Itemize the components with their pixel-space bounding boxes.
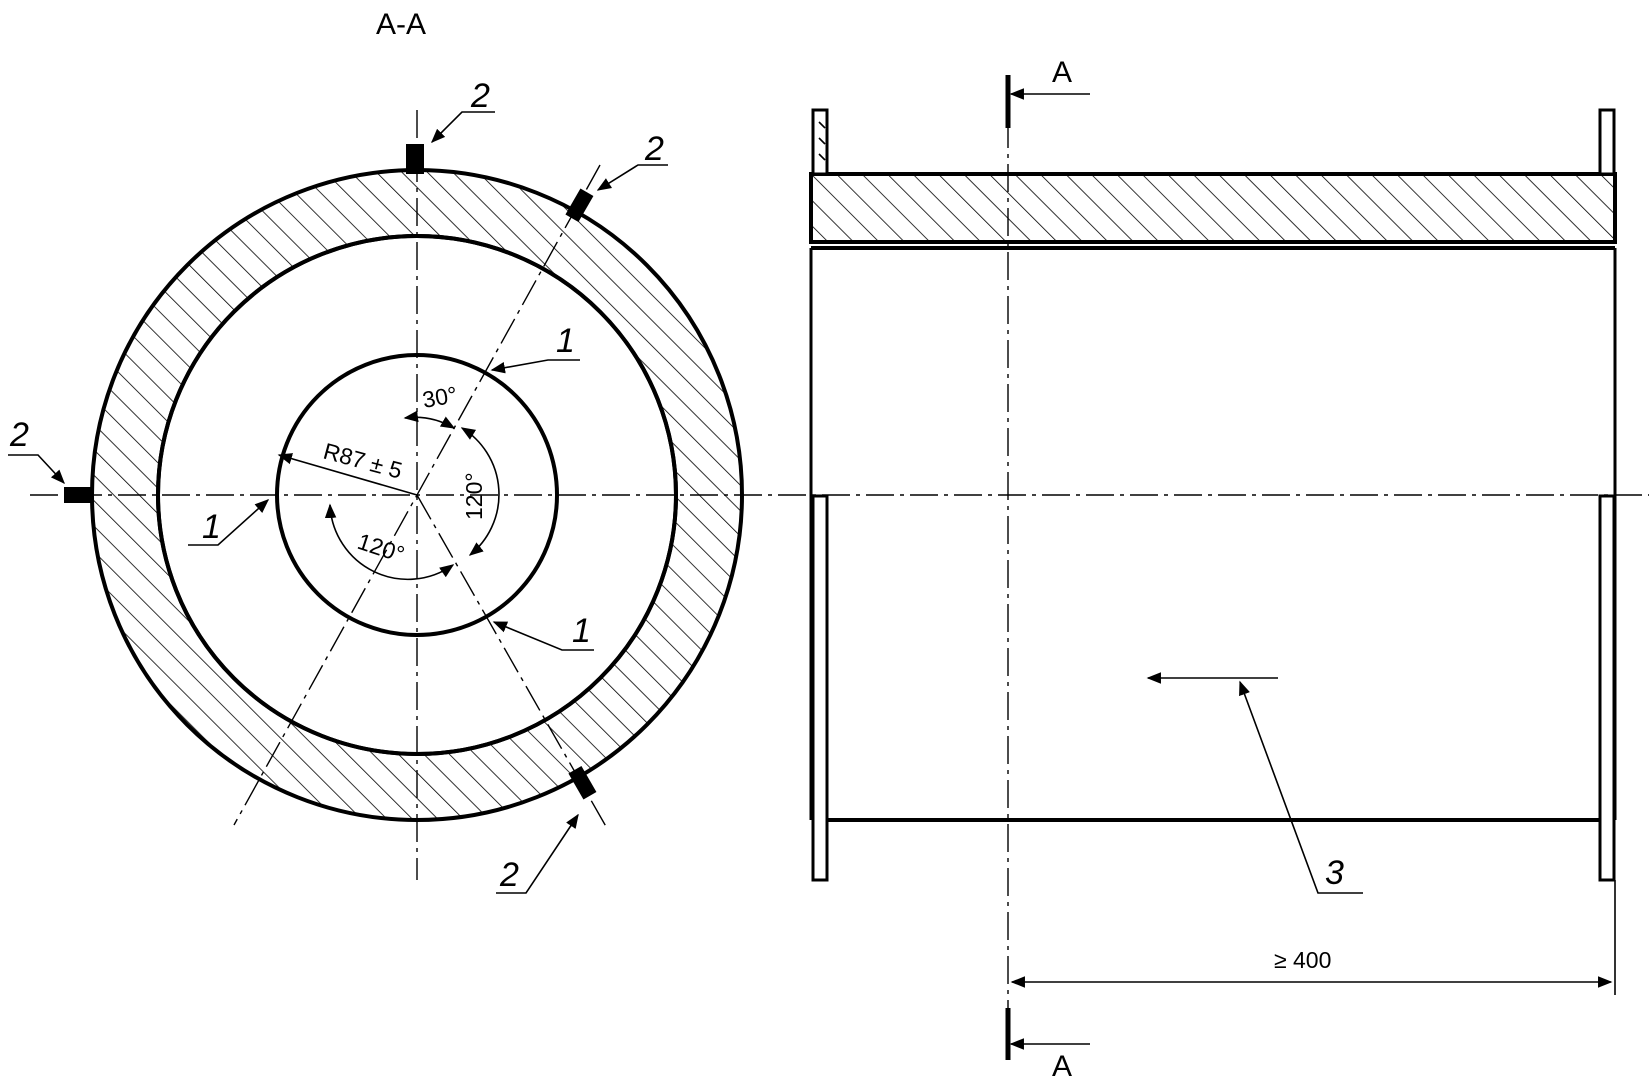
- leader-marker-left: [8, 454, 65, 485]
- marker-left: [64, 487, 92, 503]
- angle-120-bottom-label: 120°: [354, 528, 407, 567]
- flange-right-bottom: [1598, 494, 1616, 882]
- flange-right-top: [1598, 108, 1616, 176]
- flange-left-top: [811, 108, 829, 176]
- angle-120-bottom-arc: [324, 503, 455, 581]
- leader-inner-lower: [492, 621, 594, 651]
- angle-120-right-arc: [460, 427, 500, 556]
- radius-dimension-line: [277, 453, 418, 496]
- label-marker-upper-right: 2: [644, 130, 664, 168]
- cut-label-top: A: [1052, 56, 1072, 89]
- part-label: 3: [1325, 854, 1344, 892]
- marker-top: [406, 144, 424, 174]
- angle-30-label: 30°: [420, 381, 459, 413]
- leader-inner-upper: [490, 359, 580, 374]
- label-inner-lower: 1: [572, 612, 591, 650]
- marker-lower-right: [568, 766, 597, 800]
- label-marker-lower-right: 2: [499, 856, 519, 894]
- length-label: ≥ 400: [1274, 947, 1331, 973]
- angle-30-arc: [403, 410, 456, 429]
- label-inner-left: 1: [202, 508, 221, 546]
- leader-marker-lower-right: [496, 813, 579, 894]
- angle-120-right-label: 120°: [461, 472, 487, 520]
- label-inner-upper: 1: [556, 322, 575, 360]
- leader-marker-top: [430, 111, 495, 144]
- cut-label-bottom: A: [1052, 1050, 1072, 1079]
- flange-left-hatch-1: [818, 121, 826, 129]
- side-view: A A 3 ≥ 400: [809, 56, 1617, 1079]
- label-marker-left: 2: [9, 416, 29, 454]
- radius-label: R87 ± 5: [321, 438, 405, 484]
- marker-upper-right: [565, 188, 594, 222]
- leader-part-3: [1239, 680, 1363, 894]
- label-marker-top: 2: [470, 77, 490, 115]
- flange-left-hatch-2: [818, 137, 826, 145]
- flange-left-hatch-3: [818, 153, 826, 161]
- leader-marker-upper-right: [596, 164, 668, 191]
- section-title: A-A: [376, 8, 426, 41]
- leader-inner-left: [188, 499, 270, 546]
- hatched-wall: [809, 172, 1617, 244]
- flange-left-bottom: [811, 494, 829, 882]
